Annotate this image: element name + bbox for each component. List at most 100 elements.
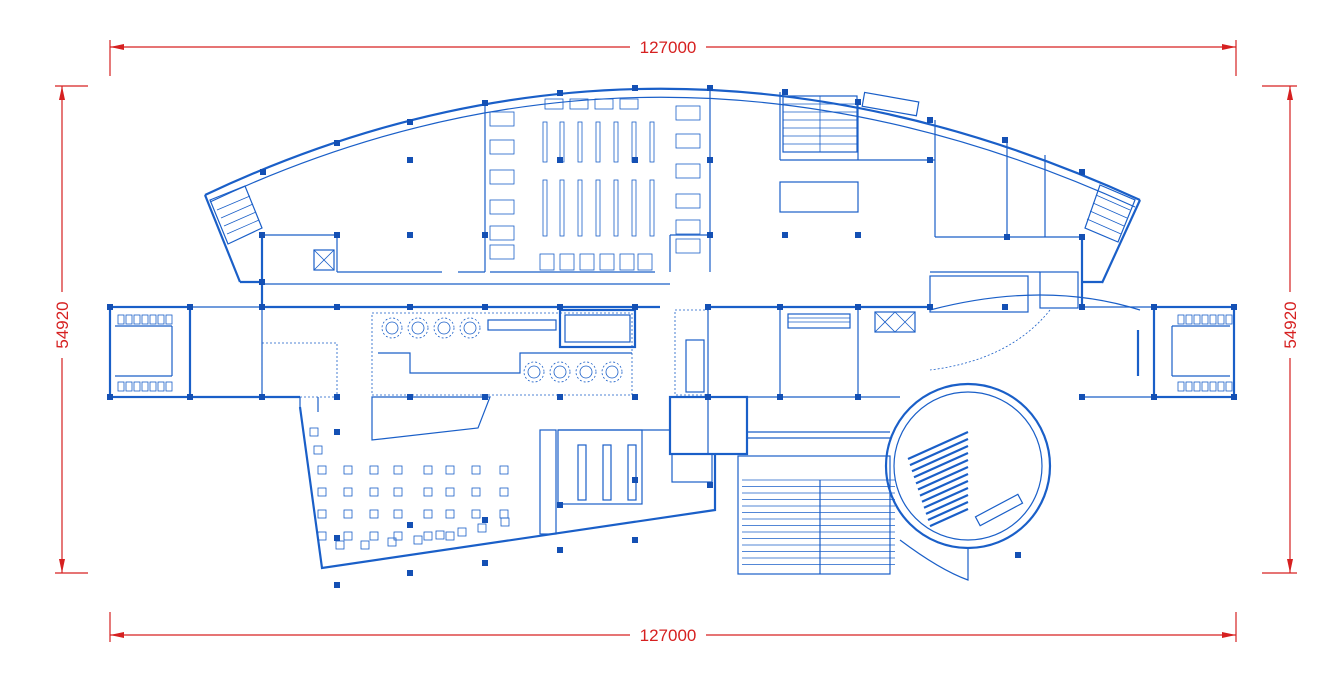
cafe-seat	[369, 509, 379, 519]
cafe-seat	[477, 523, 487, 533]
seat-row	[919, 472, 969, 497]
cafe-seat	[499, 487, 509, 497]
column	[407, 304, 413, 310]
column	[407, 522, 413, 528]
column	[855, 232, 861, 238]
seat-row	[929, 507, 969, 528]
column	[187, 304, 193, 310]
cafe-seat	[471, 465, 481, 475]
column	[1151, 304, 1157, 310]
fixture	[133, 314, 141, 325]
shelf	[613, 179, 619, 237]
column	[482, 394, 488, 400]
fixture	[1177, 314, 1185, 325]
column	[482, 100, 488, 106]
fixture	[133, 381, 141, 392]
column	[855, 99, 861, 105]
fixture	[1185, 314, 1193, 325]
grand-stairs	[737, 455, 895, 575]
cafe-seat	[413, 535, 423, 545]
shelf	[559, 179, 565, 237]
cafe-seat	[445, 487, 455, 497]
west-toilet-block	[108, 305, 262, 399]
table	[599, 253, 615, 271]
cafe-seat	[317, 487, 327, 497]
column	[407, 119, 413, 125]
stairs-west	[209, 185, 263, 245]
column	[1015, 552, 1021, 558]
round-table	[385, 321, 399, 335]
column	[334, 232, 340, 238]
column	[632, 537, 638, 543]
fixture	[149, 381, 157, 392]
table	[579, 253, 595, 271]
dimension-bottom-label: 127000	[640, 626, 697, 645]
shelf	[595, 121, 601, 163]
dimension-left: 54920	[53, 85, 88, 574]
column	[707, 232, 713, 238]
cafe-seat	[445, 509, 455, 519]
column	[482, 304, 488, 310]
column	[107, 304, 113, 310]
fixture	[141, 381, 149, 392]
column	[705, 304, 711, 310]
column	[705, 394, 711, 400]
shelf	[631, 179, 637, 237]
round-table	[463, 321, 477, 335]
seat-row	[907, 430, 969, 461]
column	[107, 394, 113, 400]
auditorium-seats	[907, 430, 969, 528]
dimension-left-label: 54920	[53, 301, 72, 348]
table	[675, 219, 701, 235]
table	[539, 253, 555, 271]
table	[489, 244, 515, 260]
column	[259, 232, 265, 238]
column	[407, 394, 413, 400]
column	[1151, 394, 1157, 400]
seat-row	[915, 458, 969, 485]
table	[594, 98, 614, 110]
dimension-top: 127000	[109, 38, 1237, 76]
round-table	[579, 365, 593, 379]
table	[489, 139, 515, 155]
column	[482, 232, 488, 238]
seat-row	[911, 444, 969, 473]
fixture	[1177, 381, 1185, 392]
column	[707, 482, 713, 488]
seat-row	[927, 500, 969, 522]
reading-tables	[489, 98, 701, 271]
column	[557, 157, 563, 163]
cafe-seat	[423, 465, 433, 475]
stairs-east	[1084, 184, 1136, 243]
cafe-seat	[499, 465, 509, 475]
cafe-seat	[369, 487, 379, 497]
cafe-seat	[317, 531, 327, 541]
column	[334, 394, 340, 400]
round-tables	[381, 317, 623, 383]
round-table	[407, 317, 429, 339]
column	[632, 157, 638, 163]
central-lobby	[190, 307, 709, 441]
fixture	[141, 314, 149, 325]
column	[187, 394, 193, 400]
cafe-seat	[457, 527, 467, 537]
table	[544, 98, 564, 110]
seat-row	[909, 437, 969, 467]
column	[782, 232, 788, 238]
table	[489, 111, 515, 127]
column	[1002, 304, 1008, 310]
cafe-seat	[343, 487, 353, 497]
column	[259, 304, 265, 310]
shelf	[577, 121, 583, 163]
column	[1002, 137, 1008, 143]
round-table	[459, 317, 481, 339]
column	[407, 570, 413, 576]
round-table	[605, 365, 619, 379]
table	[675, 163, 701, 179]
seat-row	[921, 479, 969, 503]
cafe-seat	[393, 509, 403, 519]
shelf	[577, 179, 583, 237]
dimension-right-label: 54920	[1281, 301, 1300, 348]
cafe-seat	[445, 465, 455, 475]
cafe-seat	[360, 540, 370, 550]
